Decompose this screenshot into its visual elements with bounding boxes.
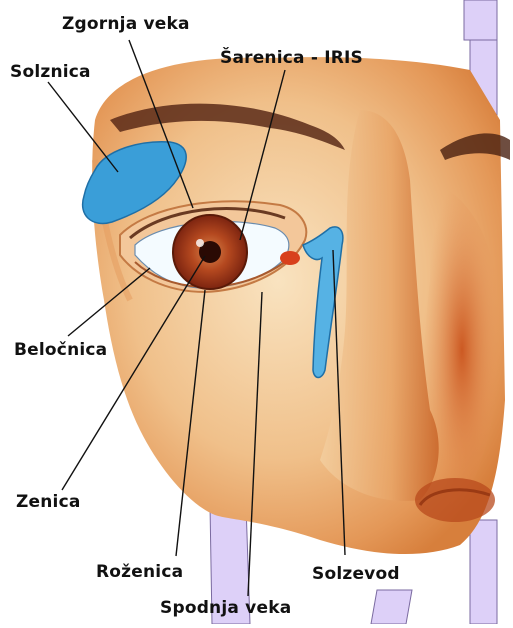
label-iris: Šarenica - IRIS: [220, 48, 363, 68]
label-cornea: Roženica: [96, 562, 183, 582]
label-lower-eyelid: Spodnja veka: [160, 598, 291, 618]
label-lacrimal-gland: Solznica: [10, 62, 91, 82]
label-sclera: Beločnica: [14, 340, 107, 360]
label-upper-eyelid: Zgornja veka: [62, 14, 190, 34]
label-pupil: Zenica: [16, 492, 81, 512]
label-tear-duct: Solzevod: [312, 564, 400, 584]
